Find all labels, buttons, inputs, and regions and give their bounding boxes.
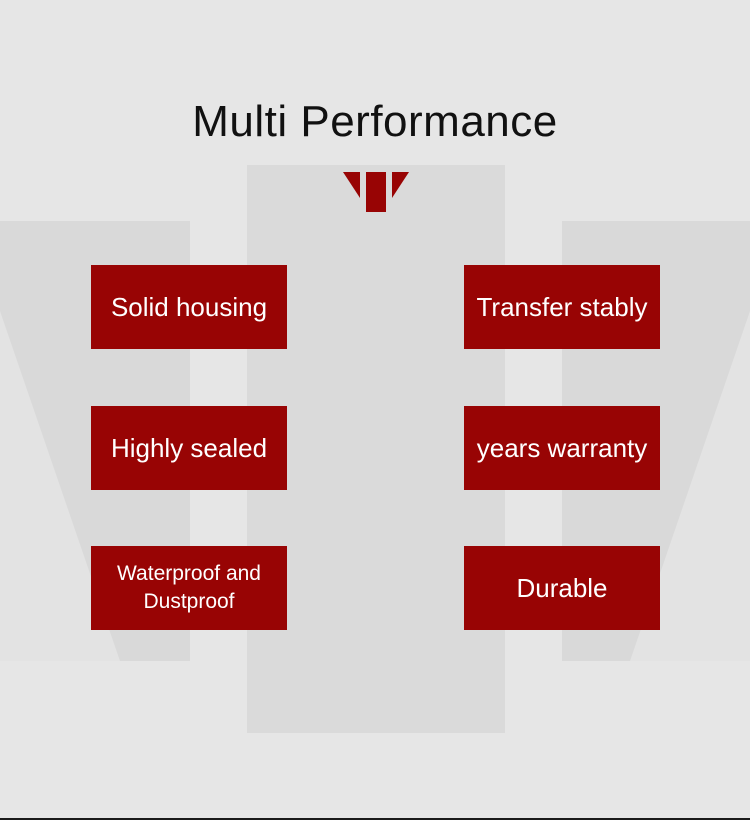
feature-label: Solid housing: [110, 292, 268, 322]
feature-card-durable: Durable: [464, 546, 660, 630]
background-wedge-left: [0, 311, 120, 661]
background-panel-center: [247, 165, 505, 733]
feature-card-waterproof-dustproof: Waterproof and Dustproof: [91, 546, 287, 630]
feature-label: Transfer stably: [476, 292, 648, 322]
feature-label: years warranty: [476, 433, 648, 463]
background-wedge-right: [630, 311, 750, 661]
bottom-divider: [0, 818, 750, 820]
feature-card-highly-sealed: Highly sealed: [91, 406, 287, 490]
page-title: Multi Performance: [192, 97, 558, 146]
feature-label: Highly sealed: [110, 433, 268, 463]
feature-card-years-warranty: years warranty: [464, 406, 660, 490]
feature-label: Waterproof and Dustproof: [117, 562, 261, 613]
red-chevron-emblem-icon: [343, 172, 409, 212]
feature-card-transfer-stably: Transfer stably: [464, 265, 660, 349]
feature-card-solid-housing: Solid housing: [91, 265, 287, 349]
feature-label: Durable: [516, 573, 608, 603]
